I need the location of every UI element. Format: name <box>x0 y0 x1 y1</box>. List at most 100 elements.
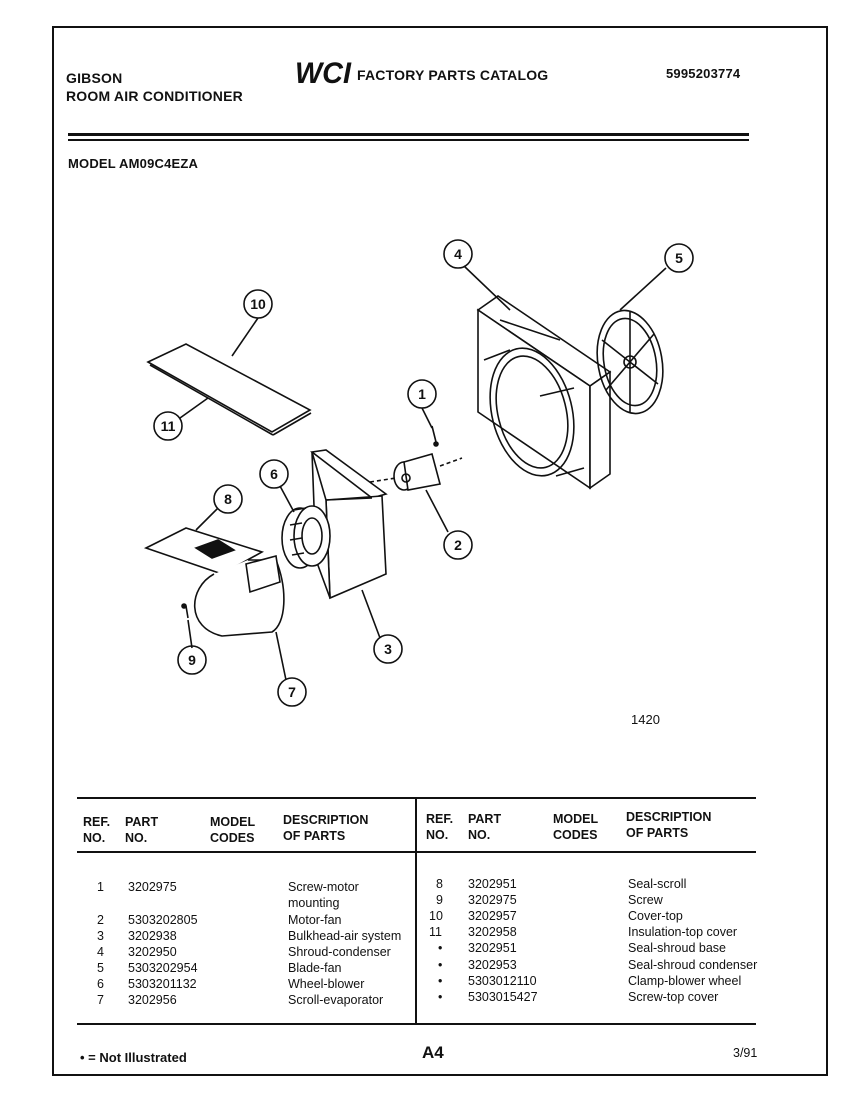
right-row-7-part: 5303012110 <box>468 974 537 988</box>
header-model: MODEL <box>210 815 256 829</box>
callout-circle-10 <box>243 289 273 319</box>
callout-circle-2 <box>443 530 473 560</box>
wci-logo-text: WCI <box>295 58 352 88</box>
leader-6 <box>279 485 295 513</box>
callout-3: 3 <box>384 641 392 657</box>
callout-7: 7 <box>288 684 296 700</box>
right-row-4-ref: 11 <box>429 925 442 939</box>
header-part-no: NO. <box>125 831 148 845</box>
shroud-side <box>589 370 611 490</box>
left-row-3-ref: 3 <box>97 929 104 943</box>
catalog-title: FACTORY PARTS CATALOG <box>357 67 549 83</box>
header-description-right: DESCRIPTION <box>626 810 712 824</box>
left-row-1-desc-cont: mounting <box>288 896 340 910</box>
table-divider <box>415 799 417 1023</box>
header-ref: REF. <box>83 815 111 829</box>
fan-blade-ring <box>596 309 664 415</box>
table-rule-top <box>77 797 756 799</box>
leader-3 <box>361 589 381 639</box>
left-row-5-ref: 5 <box>97 961 104 975</box>
right-row-8-desc: Screw-top cover <box>628 990 719 1004</box>
right-row-1-ref: 8 <box>436 877 443 891</box>
leader-10 <box>231 317 259 357</box>
left-row-4-ref: 4 <box>97 945 104 959</box>
table-rule-bottom <box>77 1023 756 1025</box>
header-description: DESCRIPTION <box>283 813 369 827</box>
catalog-number: 5995203774 <box>666 66 741 81</box>
left-row-2-ref: 2 <box>97 913 104 927</box>
leader-5 <box>619 267 667 311</box>
brand-name: GIBSON <box>66 70 123 86</box>
left-row-7-desc: Scroll-evaporator <box>288 993 384 1007</box>
right-row-6-part: 3202953 <box>468 958 517 972</box>
left-row-5-desc: Blade-fan <box>288 961 342 975</box>
callout-11: 11 <box>161 418 176 434</box>
leader-4 <box>463 265 511 311</box>
header-model-right: MODEL <box>553 812 599 826</box>
header-codes: CODES <box>210 831 255 845</box>
right-row-5-desc: Seal-shroud base <box>628 941 726 955</box>
callout-circle-4 <box>443 239 473 269</box>
callout-6: 6 <box>270 466 278 482</box>
exploded-parts-diagram: 1 2 3 4 5 6 7 8 9 10 11 <box>143 239 694 707</box>
right-row-5-part: 3202951 <box>468 941 517 955</box>
page-label: A4 <box>422 1043 444 1062</box>
left-row-7-part: 3202956 <box>128 993 177 1007</box>
left-row-1-ref: 1 <box>97 880 104 894</box>
left-row-6-ref: 6 <box>97 977 104 991</box>
callout-10: 10 <box>250 296 266 312</box>
left-row-4-part: 3202950 <box>128 945 177 959</box>
callout-circle-5 <box>664 243 694 273</box>
header-ref-no: NO. <box>83 831 106 845</box>
left-row-6-desc: Wheel-blower <box>288 977 365 991</box>
callout-8: 8 <box>224 491 232 507</box>
callout-1: 1 <box>418 386 426 402</box>
right-row-3-ref: 10 <box>429 909 443 923</box>
callout-circle-9 <box>177 645 207 675</box>
left-row-3-desc: Bulkhead-air system <box>288 929 402 943</box>
leader-11 <box>179 397 209 419</box>
left-row-2-desc: Motor-fan <box>288 913 342 927</box>
callout-5: 5 <box>675 250 683 266</box>
leader-8 <box>195 507 219 531</box>
leader-2 <box>425 489 449 533</box>
left-row-6-part: 5303201132 <box>128 977 197 991</box>
right-row-4-part: 3202958 <box>468 925 517 939</box>
header-ref-right: REF. <box>426 812 454 826</box>
model-label: MODEL AM09C4EZA <box>68 156 199 171</box>
callout-circle-8 <box>213 484 243 514</box>
callout-circle-1 <box>407 379 437 409</box>
left-row-7-ref: 7 <box>97 993 104 1007</box>
callout-circle-6 <box>259 459 289 489</box>
leader-9 <box>187 619 193 649</box>
right-row-5-ref: • <box>438 941 443 955</box>
header-of-parts: OF PARTS <box>283 829 346 843</box>
callout-circle-3 <box>373 634 403 664</box>
right-row-1-part: 3202951 <box>468 877 517 891</box>
not-illustrated-note: • = Not Illustrated <box>80 1050 187 1065</box>
motor-body <box>403 453 441 491</box>
figure-number: 1420 <box>631 712 660 727</box>
callout-circle-7 <box>277 677 307 707</box>
header-of-parts-right: OF PARTS <box>626 826 689 840</box>
bulkhead-front <box>325 495 387 600</box>
callout-circle-11 <box>153 411 183 441</box>
left-row-1-desc: Screw-motor <box>288 880 359 894</box>
left-row-3-part: 3202938 <box>128 929 177 943</box>
right-row-2-part: 3202975 <box>468 893 517 907</box>
callout-2: 2 <box>454 537 462 553</box>
right-row-7-ref: • <box>438 974 443 988</box>
header-part: PART <box>125 815 159 829</box>
page-border <box>52 26 828 1076</box>
cover-top-panel <box>146 343 312 433</box>
shroud-ring <box>489 347 575 477</box>
header-ref-no-right: NO. <box>426 828 449 842</box>
revision-date: 3/91 <box>733 1046 758 1060</box>
callout-4: 4 <box>454 246 462 262</box>
right-row-1-desc: Seal-scroll <box>628 877 687 891</box>
right-row-3-part: 3202957 <box>468 909 517 923</box>
right-row-6-desc: Seal-shroud condenser <box>628 958 758 972</box>
wci-logo: WCI <box>295 58 352 88</box>
header-part-right: PART <box>468 812 502 826</box>
product-name: ROOM AIR CONDITIONER <box>66 88 243 104</box>
